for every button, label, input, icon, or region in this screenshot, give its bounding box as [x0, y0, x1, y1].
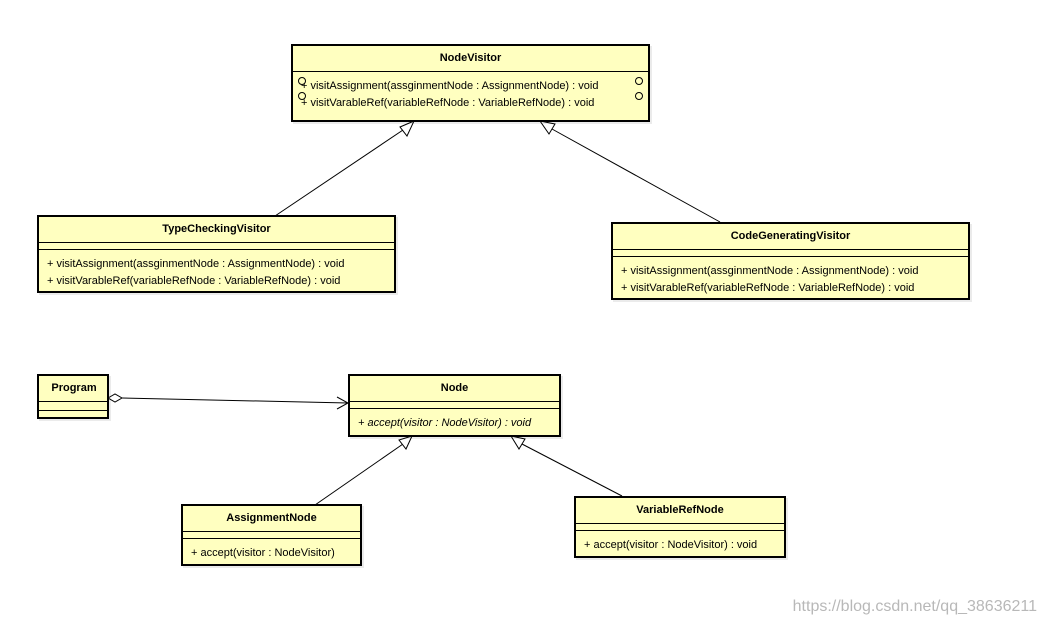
operation-visit-assignment: + visitAssignment(assginmentNode : Assig… [301, 80, 599, 92]
attributes-compartment [576, 523, 784, 530]
class-name: CodeGeneratingVisitor [730, 230, 851, 242]
class-nodevisitor[interactable]: NodeVisitor + visitAssignment(assginment… [291, 44, 650, 122]
class-name: TypeCheckingVisitor [162, 223, 271, 235]
attributes-compartment [39, 401, 107, 410]
attributes-compartment [39, 242, 394, 249]
operations-compartment: + accept(visitor : NodeVisitor) : void [350, 408, 559, 437]
class-assignmentnode[interactable]: AssignmentNode + accept(visitor : NodeVi… [181, 504, 362, 566]
operation-visit-assignment: + visitAssignment(assginmentNode : Assig… [621, 265, 919, 277]
class-name: Node [440, 382, 469, 394]
operation-visit-varableref: + visitVarableRef(variableRefNode : Vari… [301, 97, 595, 109]
class-node[interactable]: Node + accept(visitor : NodeVisitor) : v… [348, 374, 561, 437]
generalization-assignmentnode-to-node [314, 435, 413, 506]
operation-visit-varableref: + visitVarableRef(variableRefNode : Vari… [47, 275, 341, 287]
class-typecheckingvisitor[interactable]: TypeCheckingVisitor + visitAssignment(as… [37, 215, 396, 293]
operations-compartment [39, 410, 107, 419]
operation-accept: + accept(visitor : NodeVisitor) : void [584, 539, 758, 551]
operation-visit-assignment: + visitAssignment(assginmentNode : Assig… [47, 258, 345, 270]
resize-handle-icon[interactable] [298, 77, 306, 85]
operation-accept: + accept(visitor : NodeVisitor) : void [358, 417, 532, 429]
operations-compartment: + accept(visitor : NodeVisitor) : void [576, 530, 784, 559]
class-name: Program [51, 382, 97, 394]
attributes-compartment [183, 531, 360, 538]
operations-compartment: + visitAssignment(assginmentNode : Assig… [39, 249, 394, 295]
resize-handle-icon[interactable] [635, 77, 643, 85]
operations-compartment: + accept(visitor : NodeVisitor) [183, 538, 360, 567]
generalization-codegenerating-to-nodevisitor [538, 120, 721, 223]
class-name: VariableRefNode [636, 504, 724, 516]
operations-compartment: + visitAssignment(assginmentNode : Assig… [293, 71, 648, 117]
generalization-typechecking-to-nodevisitor [274, 120, 416, 217]
class-name: AssignmentNode [226, 512, 317, 524]
watermark-text: https://blog.csdn.net/qq_38636211 [792, 598, 1037, 615]
class-name: NodeVisitor [439, 52, 502, 64]
attributes-compartment [350, 401, 559, 408]
class-variablerefnode[interactable]: VariableRefNode + accept(visitor : NodeV… [574, 496, 786, 558]
class-program[interactable]: Program [37, 374, 109, 419]
operation-visit-varableref: + visitVarableRef(variableRefNode : Vari… [621, 282, 915, 294]
resize-handle-icon[interactable] [635, 92, 643, 100]
generalization-variablerefnode-to-node [509, 435, 623, 497]
attributes-compartment [613, 249, 968, 256]
operations-compartment: + visitAssignment(assginmentNode : Assig… [613, 256, 968, 302]
aggregation-program-to-node [106, 393, 350, 410]
operation-accept: + accept(visitor : NodeVisitor) [191, 547, 335, 559]
resize-handle-icon[interactable] [298, 92, 306, 100]
class-codegeneratingvisitor[interactable]: CodeGeneratingVisitor + visitAssignment(… [611, 222, 970, 300]
